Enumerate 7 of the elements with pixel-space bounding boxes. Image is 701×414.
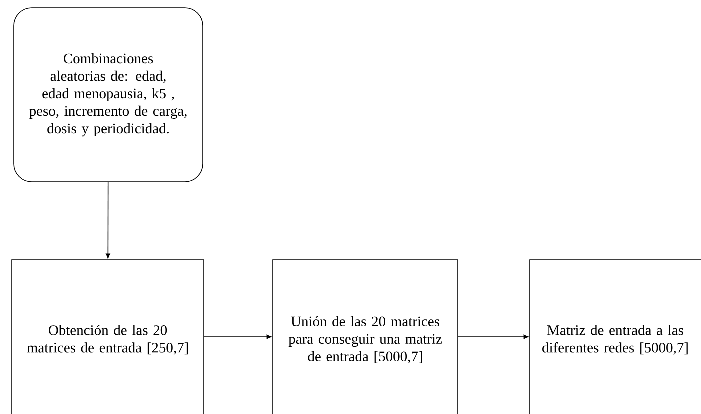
arrow <box>204 334 272 340</box>
rounded-box: Combinaciones aleatorias de: edad, edad menopausia, k5 , peso, incremento de carga, dosis y periodicidad. <box>14 8 204 182</box>
arrow <box>458 334 529 340</box>
arrow <box>106 182 110 259</box>
process-box: Unión de las 20 matrices para conseguir una matriz de entrada [5000,7] <box>272 260 458 414</box>
process-box: Matriz de entrada a las diferentes redes [5000,7] <box>530 260 701 414</box>
process-box: Obtención de las 20 matrices de entrada [250,7] <box>12 260 204 414</box>
